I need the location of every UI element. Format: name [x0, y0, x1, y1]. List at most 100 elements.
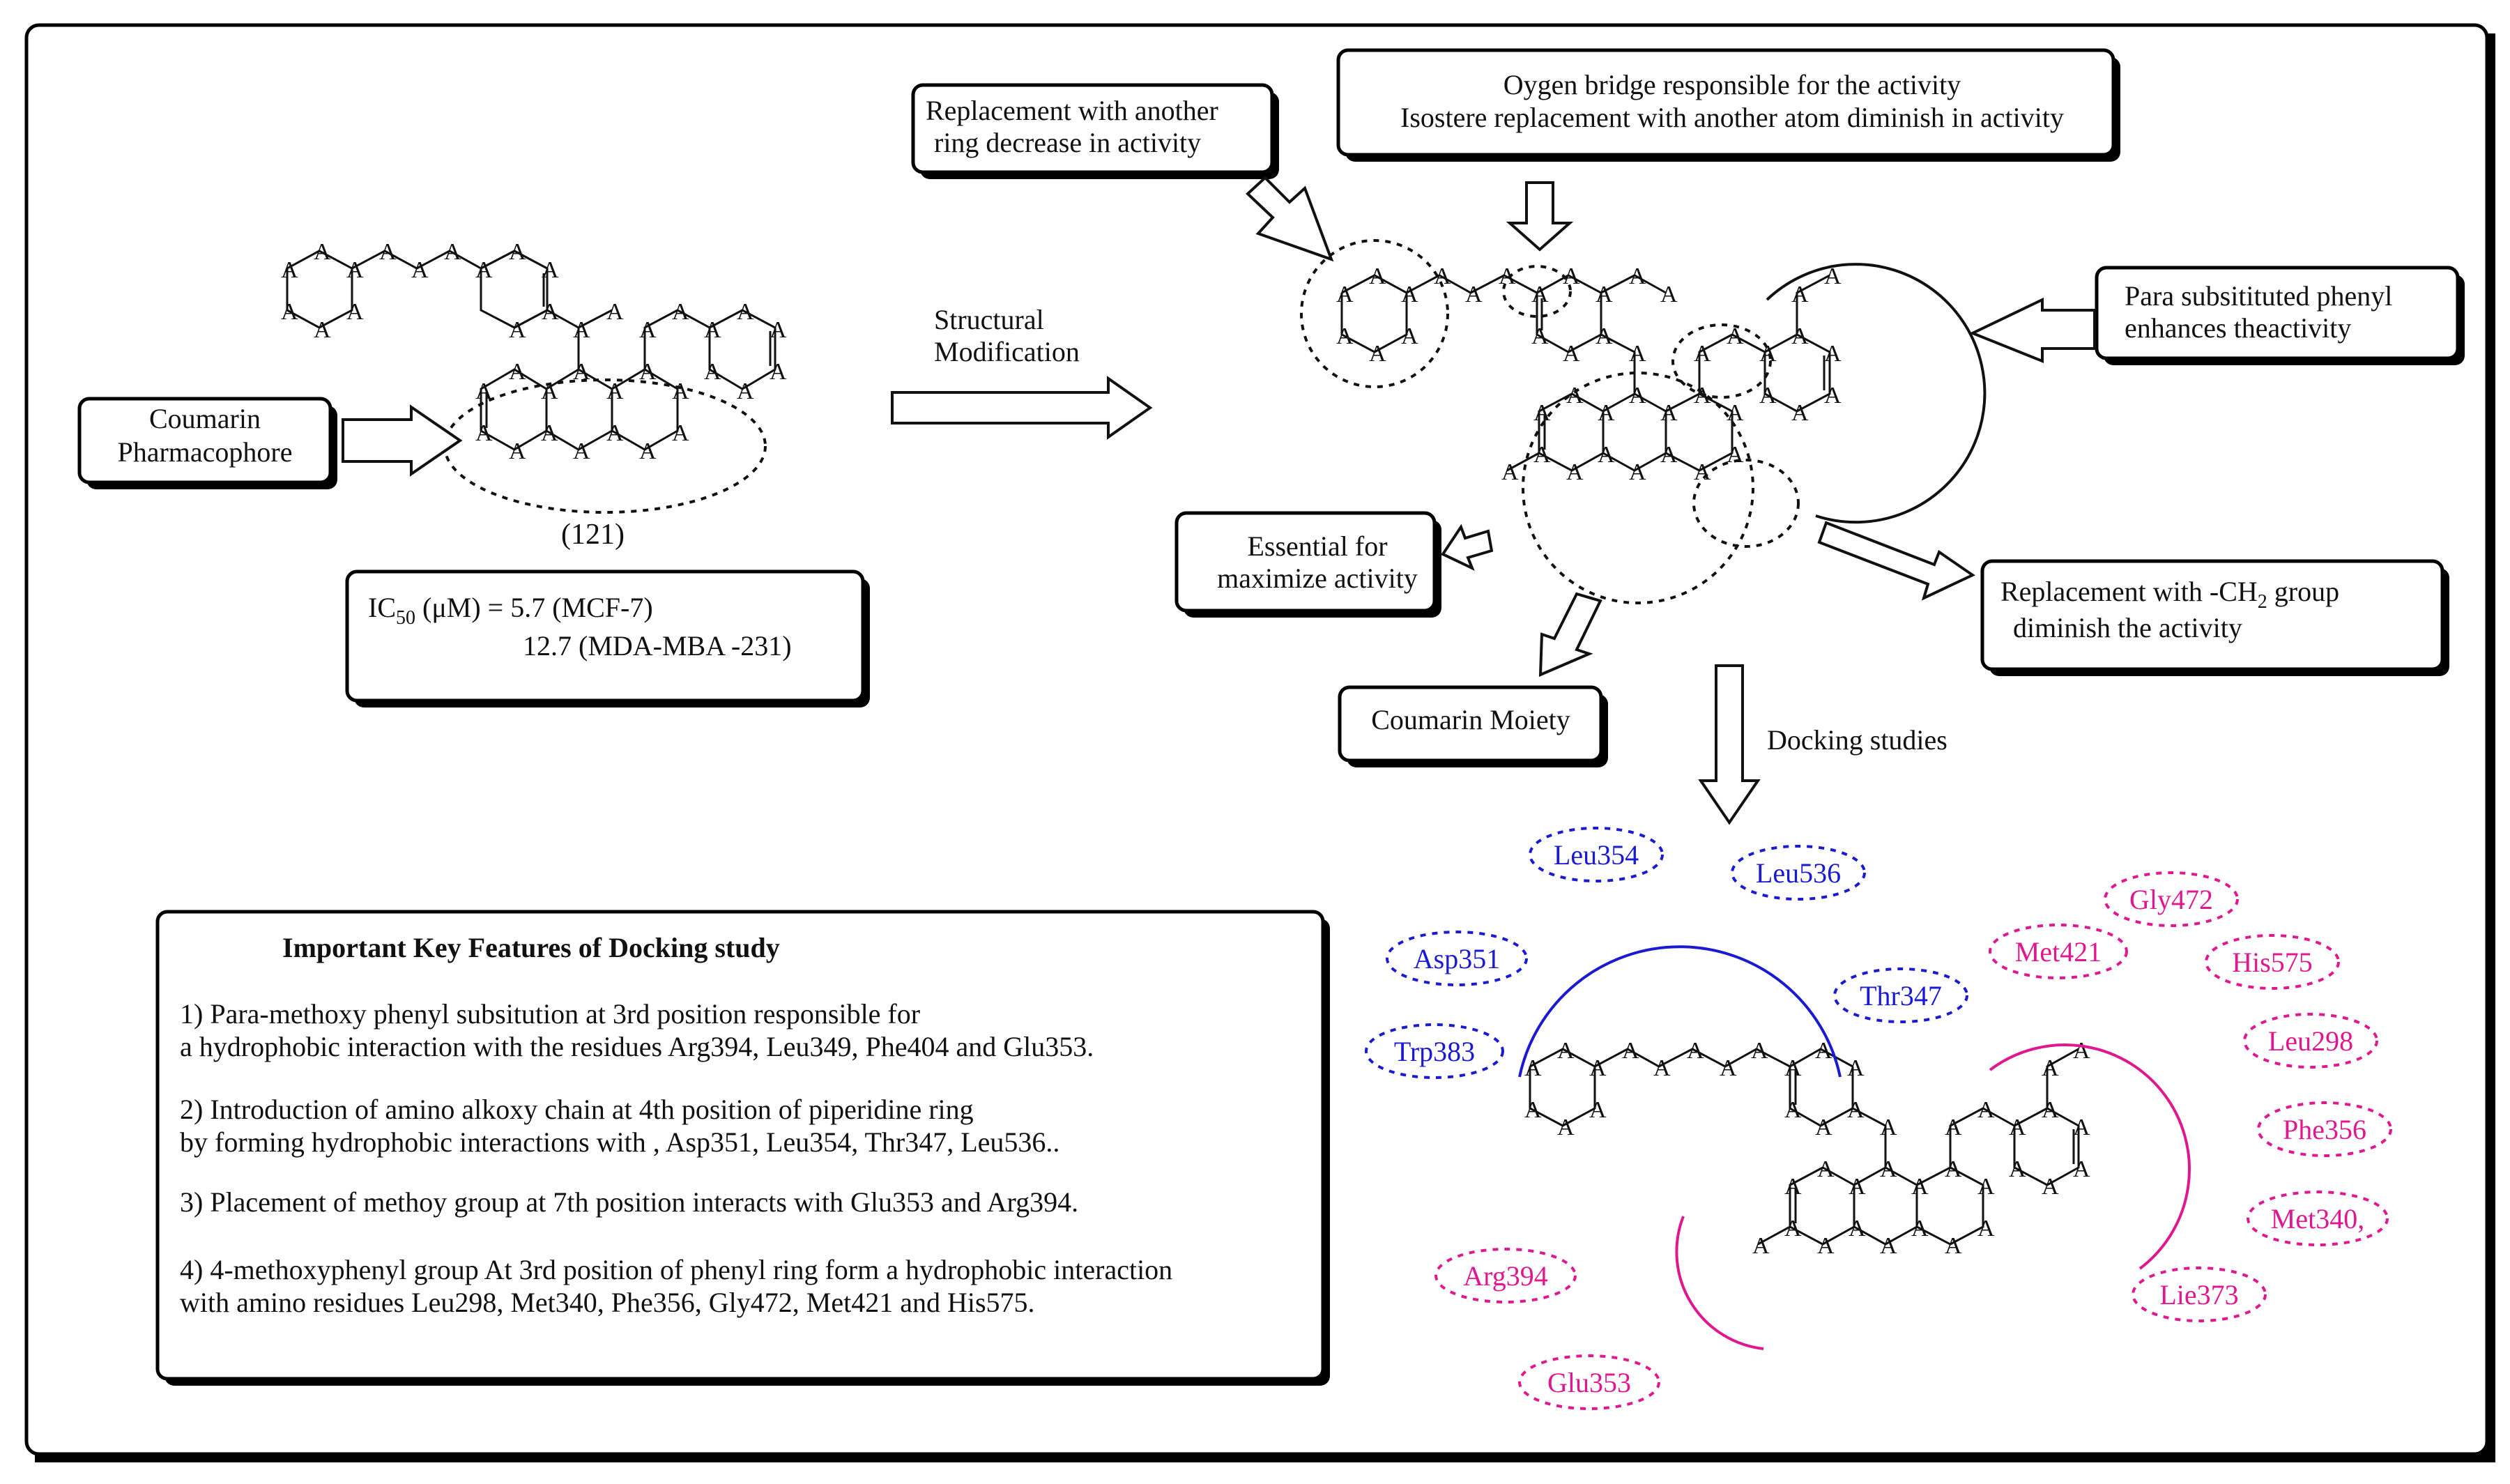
- atom: A: [737, 378, 754, 404]
- features-box: Important Key Features of Docking study …: [155, 910, 1330, 1386]
- structural-modification-arrow: [891, 376, 1153, 440]
- residue-trp383: Trp383: [1365, 1023, 1504, 1079]
- atom: A: [606, 420, 624, 446]
- atom: A: [1653, 1055, 1671, 1081]
- atom: A: [1759, 341, 1777, 367]
- atom: A: [1524, 1055, 1542, 1081]
- atom: A: [542, 299, 559, 325]
- oxygen-bridge-ellipse: [1502, 265, 1572, 318]
- atom: A: [1660, 400, 1678, 426]
- atom: A: [1598, 442, 1615, 468]
- residue-leu298: Leu298: [2243, 1013, 2378, 1069]
- atom: A: [2073, 1156, 2090, 1182]
- atom: A: [1784, 1216, 1802, 1241]
- atom: A: [1752, 1233, 1770, 1259]
- atom: A: [1817, 1156, 1835, 1182]
- residue-leu354: Leu354: [1529, 827, 1664, 882]
- compound-121-structure: A A A A A A A A A A A A A A A A A A A A …: [281, 239, 787, 551]
- feature-1-line1: 1) Para-methoxy phenyl subsitution at 3r…: [180, 998, 920, 1030]
- atom: A: [1727, 442, 1744, 468]
- atom: A: [573, 438, 590, 464]
- features-title: Important Key Features of Docking study: [282, 932, 780, 963]
- svg-text:Glu353: Glu353: [1547, 1367, 1631, 1398]
- replacement-ring-box: Replacement with another ring decrease i…: [911, 83, 1279, 179]
- pharmacophore-line1: Coumarin: [149, 403, 261, 434]
- atom: A: [639, 317, 657, 343]
- atom: A: [1533, 400, 1551, 426]
- atom: A: [1589, 1097, 1607, 1123]
- atom: A: [1784, 1097, 1802, 1123]
- atom: A: [1369, 263, 1386, 289]
- atom: A: [1336, 323, 1354, 349]
- residue-leu536: Leu536: [1731, 845, 1866, 901]
- residue-thr347: Thr347: [1833, 967, 1968, 1023]
- replacement-ring-line1: Replacement with another: [926, 95, 1218, 126]
- residue-met340: Met340,: [2247, 1191, 2389, 1246]
- atom: A: [509, 239, 526, 265]
- atom: A: [1563, 341, 1580, 367]
- atom: A: [2042, 1055, 2059, 1081]
- atom: A: [1595, 282, 1613, 307]
- residue-phe356: Phe356: [2257, 1101, 2392, 1157]
- atom: A: [1629, 383, 1646, 408]
- svg-text:Leu298: Leu298: [2268, 1025, 2353, 1057]
- atom: A: [1629, 459, 1646, 485]
- atom: A: [1847, 1097, 1865, 1123]
- replacement-ring-arrow: [1246, 176, 1334, 262]
- residue-arg394: Arg394: [1434, 1248, 1577, 1303]
- feature-4-line2: with amino residues Leu298, Met340, Phe3…: [180, 1287, 1035, 1318]
- atom: A: [704, 317, 721, 343]
- oxygen-bridge-line1: Oygen bridge responsible for the activit…: [1503, 69, 1961, 100]
- para-phenyl-box: Para subsitituted phenyl enhances theact…: [2095, 266, 2465, 365]
- compound-number: (121): [561, 519, 625, 551]
- atom: A: [509, 438, 526, 464]
- atom: A: [1784, 1174, 1802, 1200]
- atom: A: [1687, 1038, 1704, 1064]
- atom: A: [1557, 1038, 1575, 1064]
- svg-text:Leu536: Leu536: [1756, 857, 1841, 889]
- atom: A: [1727, 323, 1744, 349]
- ic50-line1: IC50 (μM) = 5.7 (MCF-7): [368, 592, 653, 629]
- atom: A: [704, 359, 721, 385]
- coumarin-moiety-box: Coumarin Moiety: [1338, 685, 1608, 767]
- ch2-replacement-box: Replacement with -CH2 group diminish the…: [1980, 559, 2449, 676]
- coumarin-moiety-label: Coumarin Moiety: [1371, 704, 1570, 735]
- svg-text:Met340,: Met340,: [2271, 1203, 2364, 1234]
- ic50-box: IC50 (μM) = 5.7 (MCF-7) 12.7 (MDA-MBA -2…: [345, 569, 870, 707]
- replaced-ring-circle: [1300, 239, 1449, 388]
- atom: A: [475, 420, 493, 446]
- atom: A: [672, 420, 689, 446]
- atom: A: [672, 378, 689, 404]
- atom: A: [1566, 459, 1584, 485]
- atom: A: [542, 257, 559, 283]
- docking-arrow: [1698, 664, 1761, 825]
- atom: A: [1595, 323, 1613, 349]
- atom: A: [770, 359, 787, 385]
- atom: A: [1791, 282, 1809, 307]
- atom: A: [1945, 1156, 1962, 1182]
- oxygen-bridge-box: Oygen bridge responsible for the activit…: [1336, 48, 2120, 162]
- ch2-line2: diminish the activity: [2013, 612, 2242, 643]
- atom: A: [541, 420, 558, 446]
- modified-structure: A A A A A A A A A A A A A A A A A A A A …: [1300, 239, 1987, 604]
- atom: A: [2042, 1174, 2059, 1200]
- ch2-line1: Replacement with -CH2 group: [2000, 576, 2339, 613]
- residue-lie373: Lie373: [2132, 1267, 2267, 1322]
- atom: A: [1660, 282, 1678, 307]
- atom: A: [1849, 1216, 1866, 1241]
- atom: A: [1533, 442, 1551, 468]
- essential-box: Essential for maximize activity: [1174, 511, 1441, 618]
- atom: A: [1791, 400, 1809, 426]
- atom: A: [1557, 1115, 1575, 1140]
- svg-text:Phe356: Phe356: [2283, 1114, 2366, 1145]
- atom: A: [314, 317, 331, 343]
- feature-2-line1: 2) Introduction of amino alkoxy chain at…: [180, 1094, 974, 1125]
- atom: A: [1977, 1174, 1995, 1200]
- atom: A: [1336, 282, 1354, 307]
- atom: A: [1694, 341, 1711, 367]
- atom: A: [509, 359, 526, 385]
- svg-text:Trp383: Trp383: [1394, 1036, 1475, 1067]
- atom: A: [1660, 442, 1678, 468]
- oxygen-bridge-line2: Isostere replacement with another atom d…: [1400, 102, 2064, 133]
